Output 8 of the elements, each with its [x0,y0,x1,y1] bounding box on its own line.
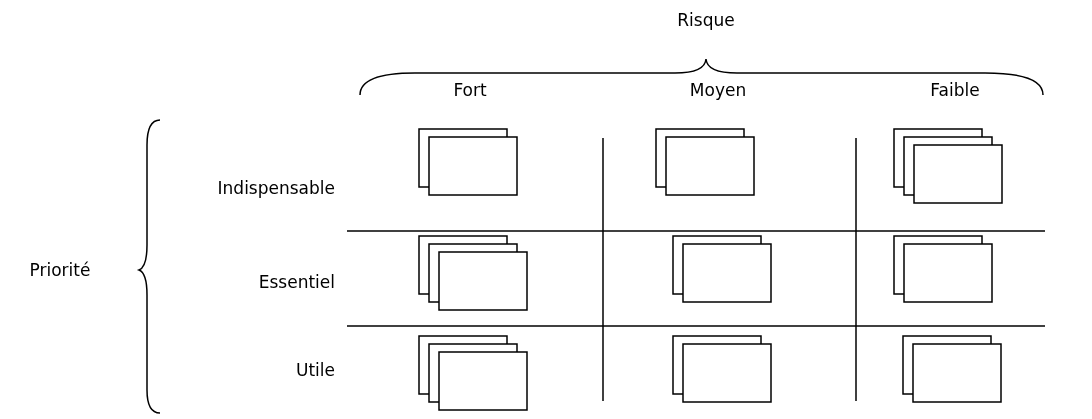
axis-heading: Priorité [29,260,91,280]
column-header: Moyen [689,80,747,100]
column-header: Faible [930,80,980,100]
column-header: Fort [453,80,487,100]
row-header: Indispensable [217,178,335,198]
axis-heading: Risque [677,10,735,30]
row-header: Utile [296,360,335,380]
row-header: Essentiel [258,272,335,292]
